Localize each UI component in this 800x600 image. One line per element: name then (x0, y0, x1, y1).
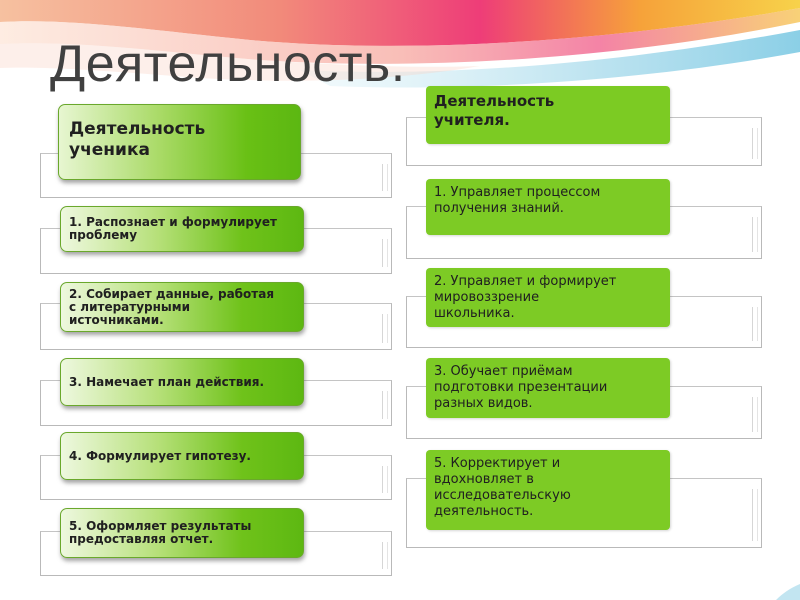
student-step-2: 2. Собирает данные, работая с литературн… (60, 282, 304, 332)
decorative-banner (0, 0, 800, 88)
teacher-step-3: 3. Обучает приёмам подготовки презентаци… (426, 358, 670, 418)
corner-decoration (776, 584, 800, 600)
student-step-1: 1. Распознает и формулирует проблему (60, 206, 304, 252)
page-title: Деятельность. (50, 35, 406, 93)
student-step-3: 3. Намечает план действия. (60, 358, 304, 406)
student-step-4: 4. Формулирует гипотезу. (60, 432, 304, 480)
student-activity-header: Деятельность ученика (58, 104, 301, 180)
teacher-activity-header: Деятельность учителя. (426, 86, 670, 144)
teacher-step-1: 1. Управляет процессом получения знаний. (426, 179, 670, 235)
teacher-step-5: 5. Корректирует и вдохновляет в исследов… (426, 450, 670, 530)
student-step-5: 5. Оформляет результаты предоставляя отч… (60, 508, 304, 558)
teacher-step-2: 2. Управляет и формирует мировоззрение ш… (426, 268, 670, 327)
